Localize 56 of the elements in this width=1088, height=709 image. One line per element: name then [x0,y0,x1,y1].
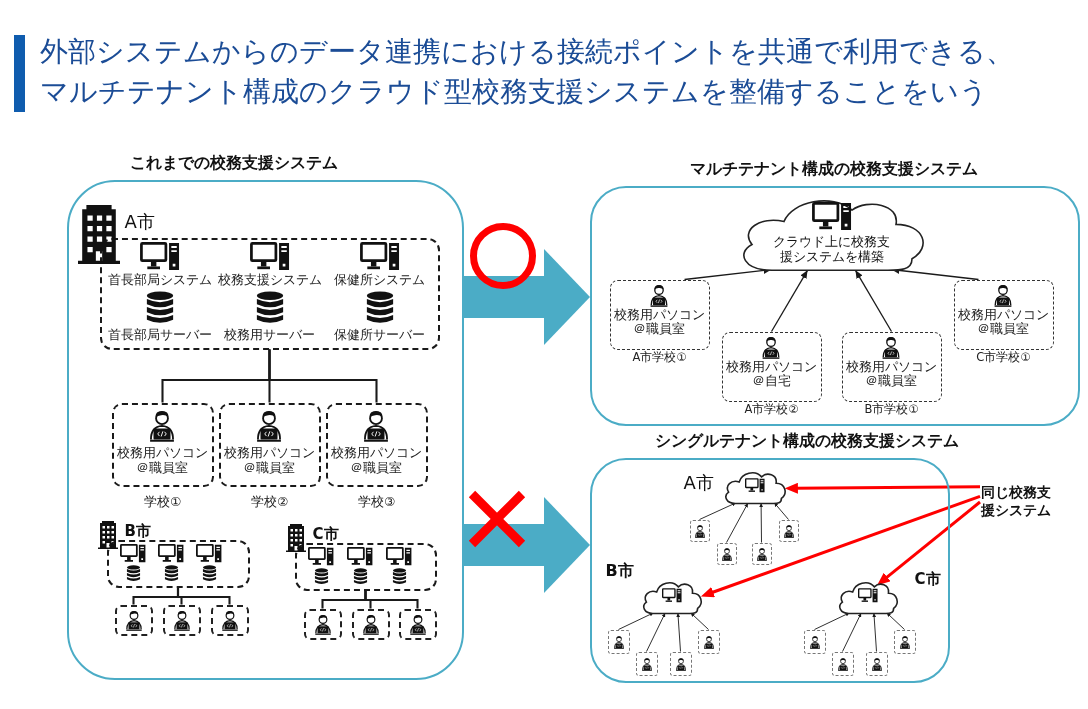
device-label: 校務用パソコン＠職員室 [612,307,706,337]
school-label: A市学校② [744,401,799,416]
arrow [770,269,809,333]
city-label: B市 [605,560,634,580]
city-label: A市 [124,210,155,232]
icon-caption: 保健所システム [334,271,425,287]
device-label: 校務用パソコン＠自宅 [724,359,818,389]
city-label: C市 [914,569,941,588]
school-label: 学校① [143,493,182,509]
city-label: B市 [124,521,151,540]
cloud-label: クラウド上に校務支援システムを構築 [772,233,891,264]
dashed-frame [210,604,249,636]
panel-title: マルチテナント構成の校務支援システム [689,160,978,179]
icon-caption: 校務支援システム [217,271,322,287]
panel-title: シングルテナント構成の校務支援システム [654,432,959,451]
icon-caption: 校務用サーバー [224,326,315,342]
dashed-frame [398,608,437,640]
icon-caption: 保健所サーバー [334,326,425,342]
connector-line [268,349,378,403]
dashed-frame [865,651,888,676]
connector-line [176,587,231,605]
dashed-frame [114,604,153,636]
callout-text: 同じ校務支援システム [980,483,1052,519]
arrow [854,269,893,333]
panel-title: これまでの校務支援システム [129,154,338,173]
arrow [700,494,981,598]
school-label: C市学校① [976,349,1031,364]
dashed-frame [162,604,201,636]
icon-caption: 首長部局システム [107,271,212,287]
device-label: 校務用パソコン＠職員室 [329,444,423,475]
device-label: 校務用パソコン＠職員室 [222,444,316,475]
connector-line [364,590,419,609]
school-label: A市学校① [632,349,687,364]
school-label: 学校③ [357,493,396,509]
dashed-frame [697,629,720,654]
dashed-frame [607,629,630,654]
block-arrow [464,249,590,345]
dashed-frame [831,651,854,676]
device-label: 校務用パソコン＠職員室 [115,444,209,475]
dashed-frame [351,608,390,640]
city-label: A市 [683,471,714,493]
dashed-frame [303,608,342,640]
icon-caption: 首長部局サーバー [107,326,212,342]
dashed-frame [893,629,916,654]
city-label: C市 [312,524,339,543]
page-title: 外部システムからのデータ連携における接続ポイントを共通で利用できる、マルチテナント構成のクラウド型校務支援システムを整備することをいう [40,34,1015,110]
dashed-frame [803,629,826,654]
dashed-frame [669,651,692,676]
block-arrow [464,497,590,593]
school-label: 学校② [250,493,289,509]
device-label: 校務用パソコン＠職員室 [844,359,938,389]
arrow [784,482,980,494]
device-label: 校務用パソコン＠職員室 [956,307,1050,337]
school-label: B市学校① [864,401,919,416]
arrow [877,500,981,586]
dashed-frame [635,651,658,676]
